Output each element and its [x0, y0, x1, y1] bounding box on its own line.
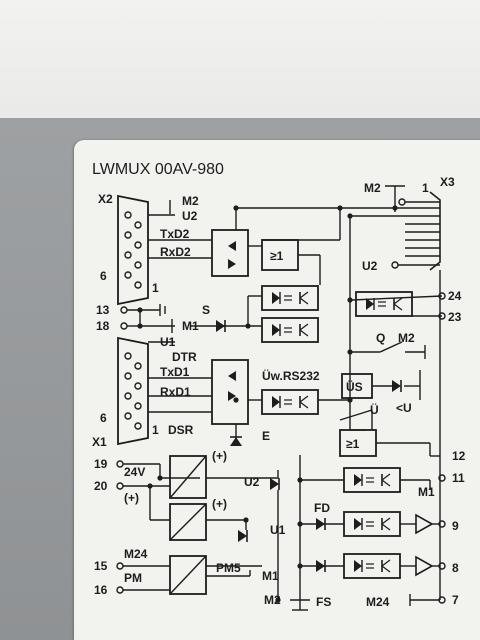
optocoupler-4	[261, 389, 319, 415]
led-s	[215, 319, 226, 333]
u-small-label: Ü	[370, 402, 379, 417]
m2-bottom-label: M2	[264, 593, 281, 607]
x1-name: X1	[92, 435, 107, 449]
x2-name: X2	[98, 192, 113, 206]
x2-m2-label: M2	[182, 194, 199, 208]
x1-dtr-label: DTR	[172, 350, 197, 364]
x3-pin-9: 9	[452, 519, 459, 533]
x1-pin-6: 6	[100, 411, 107, 425]
v24-label: 24V	[124, 465, 145, 479]
led-u1	[237, 529, 248, 543]
under-voltage-label: <U	[396, 401, 412, 415]
shield-pin-18: 18	[96, 319, 110, 333]
optocoupler-1	[261, 285, 319, 311]
x3-pin-11: 11	[452, 471, 465, 485]
junction-dots	[137, 205, 398, 603]
x3-pin-24: 24	[448, 289, 462, 303]
power-pin-20: 20	[94, 479, 108, 493]
x3-m2-label: M2	[364, 181, 381, 195]
e-label: E	[262, 429, 270, 443]
x3-pin-7: 7	[452, 593, 459, 607]
background-wall	[0, 0, 480, 130]
uw-rs232-label: Üw.RS232	[262, 368, 320, 383]
x1-pin-1: 1	[152, 423, 159, 437]
led-fs	[315, 559, 326, 573]
m1-bottom-label: M1	[262, 569, 279, 583]
optocoupler-5	[343, 467, 401, 493]
optocoupler-6	[343, 511, 401, 537]
power-pin-15: 15	[94, 559, 108, 573]
m24-label: M24	[124, 547, 148, 561]
x2-rxd2-label: RxD2	[160, 245, 191, 259]
optocoupler-3	[355, 291, 413, 317]
m1-right-label: M1	[418, 485, 435, 499]
u2-bottom-label: U2	[244, 475, 260, 489]
x3-name: X3	[440, 175, 455, 189]
fd-label: FD	[314, 501, 330, 515]
x2-u2-label: U2	[182, 209, 198, 223]
plus-a-label: (+)	[212, 449, 227, 463]
led-e	[229, 436, 243, 447]
x1-dsr-label: DSR	[168, 423, 194, 437]
x3-pin-12: 12	[452, 449, 466, 463]
fs-label: FS	[316, 595, 331, 609]
led-u2	[269, 477, 280, 491]
led-fd	[315, 517, 326, 531]
s-label: S	[202, 303, 210, 317]
us-label: ÜS	[346, 379, 363, 394]
optocoupler-2	[261, 317, 319, 343]
m2-switch-label: M2	[398, 331, 415, 345]
shield-pin-13: 13	[96, 303, 110, 317]
device-title: LWMUX 00AV-980	[92, 161, 224, 178]
led-under-voltage	[391, 379, 402, 393]
x2-pin-1: 1	[152, 281, 159, 295]
plus-label: (+)	[124, 491, 139, 505]
u1-bottom-label: U1	[270, 523, 286, 537]
x3-pin-8: 8	[452, 561, 459, 575]
or-gate-1-label: ≥1	[270, 249, 284, 263]
x1-rxd1-label: RxD1	[160, 385, 191, 399]
buffer-9	[415, 514, 433, 534]
optocoupler-7	[343, 553, 401, 579]
power-pin-19: 19	[94, 457, 108, 471]
x1-txd1-label: TxD1	[160, 365, 190, 379]
power-pin-16: 16	[94, 583, 108, 597]
x3-u2-label: U2	[362, 259, 378, 273]
x1-m1-label: M1	[182, 319, 199, 333]
interface-box-1-arrows	[228, 241, 236, 401]
x3-pin1-label: 1	[422, 181, 429, 195]
buffer-8	[415, 556, 433, 576]
q-label: Q	[376, 331, 385, 345]
m24-bottom-label: M24	[366, 595, 390, 609]
pm5-label: PM5	[216, 561, 241, 575]
or-gate-2-label: ≥1	[346, 437, 360, 451]
plus-b-label: (+)	[212, 497, 227, 511]
x2-pin-6: 6	[100, 269, 107, 283]
x3-pin-23: 23	[448, 310, 462, 324]
x1-u1-label: U1	[160, 335, 176, 349]
x2-txd2-label: TxD2	[160, 227, 190, 241]
pm-label: PM	[124, 571, 142, 585]
